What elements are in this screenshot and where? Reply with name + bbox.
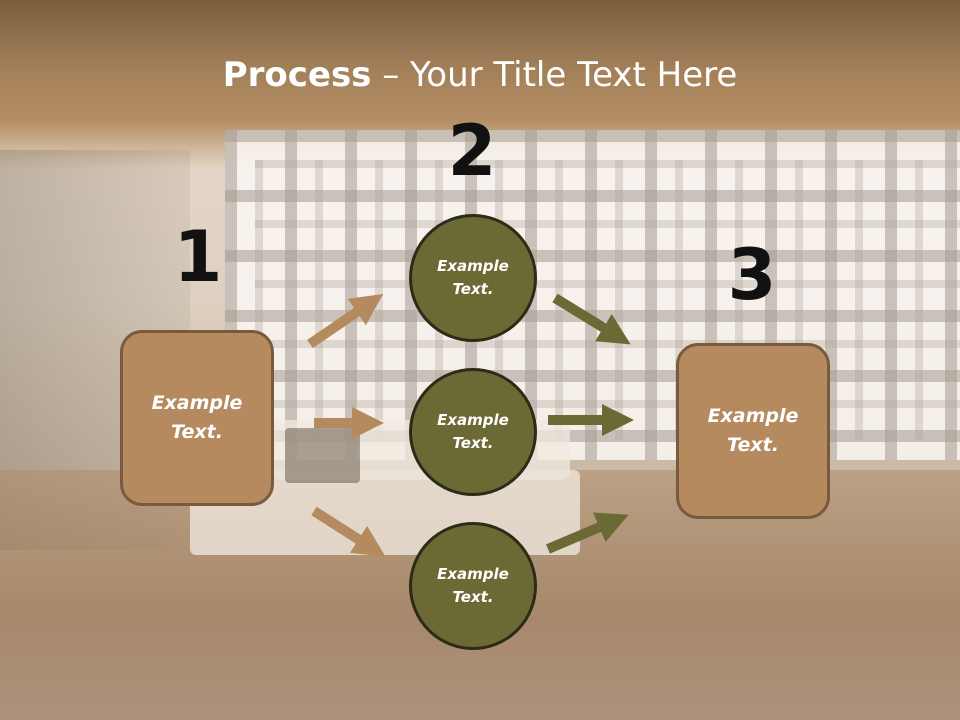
background-lattice-screen xyxy=(225,130,960,460)
circle-middle-label: Example Text. xyxy=(437,411,509,452)
slide-title[interactable]: Process – Your Title Text Here xyxy=(0,52,960,98)
step-number-1: 1 xyxy=(173,216,223,298)
circle-bottom[interactable]: Example Text. xyxy=(409,522,537,650)
step-number-2: 2 xyxy=(447,110,497,192)
title-rest: – Your Title Text Here xyxy=(371,55,738,95)
arrow-box1-to-circle-bottom xyxy=(311,506,386,557)
arrow-circle-bottom-to-box3 xyxy=(546,512,629,554)
arrow-circle-top-to-box3 xyxy=(552,293,631,345)
step-box-3-label: Example Text. xyxy=(707,405,799,456)
circle-bottom-label: Example Text. xyxy=(437,565,509,606)
title-bold: Process xyxy=(222,55,372,95)
step-box-1-label: Example Text. xyxy=(151,392,243,443)
circle-top[interactable]: Example Text. xyxy=(409,214,537,342)
step-box-1[interactable]: Example Text. xyxy=(120,330,274,506)
circle-top-label: Example Text. xyxy=(437,257,509,298)
step-number-3: 3 xyxy=(727,234,777,316)
circle-middle[interactable]: Example Text. xyxy=(409,368,537,496)
step-box-3[interactable]: Example Text. xyxy=(676,343,830,519)
arrow-box1-to-circle-top xyxy=(307,293,384,349)
background-cushion xyxy=(285,428,360,483)
